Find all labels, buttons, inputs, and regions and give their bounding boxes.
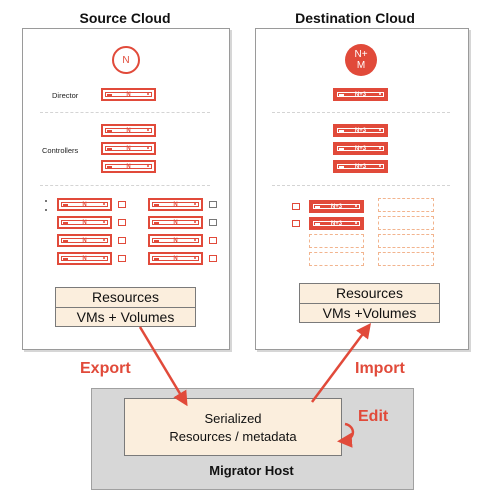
destination-resources-label: Resources [300,284,439,304]
empty-server-slot [378,216,434,230]
export-arrow [138,326,188,407]
server-label: N [126,146,131,152]
edit-arrow [337,422,355,448]
server-label: N+3 [330,221,343,227]
empty-server-slot [378,198,434,212]
source-controller-server: N [101,142,156,155]
destination-vms-volumes-label: VMs +Volumes [322,305,417,321]
server-label: N [82,238,87,244]
source-vms-volumes-label: VMs + Volumes [76,309,175,325]
bullet-mark [45,200,47,202]
empty-server-slot [378,234,434,248]
destination-separator [272,112,450,113]
empty-server-slot [309,234,364,248]
import-arrow [310,322,371,403]
empty-server-slot [309,252,364,266]
server-label: N [82,220,87,226]
server-label: N+3 [354,92,367,98]
vm-flag-icon [209,201,217,208]
destination-compute-server: N+3 [309,200,364,213]
vm-flag-icon [209,237,217,244]
source-controller-server: N [101,124,156,137]
serialized-line1: Serialized [204,411,262,426]
server-label: N+3 [354,128,367,134]
source-resources-box: Resources VMs + Volumes [55,287,196,327]
edit-label: Edit [358,408,389,425]
director-label: Director [52,91,79,100]
source-controller-server: N [101,160,156,173]
destination-node-badge-line1: N+ [354,49,368,60]
vm-flag-icon [118,219,126,226]
destination-director-server: N+3 [333,88,388,101]
source-compute-server: N [148,252,203,265]
server-label: N [82,202,87,208]
source-compute-server: N [148,216,203,229]
source-separator [40,112,210,113]
source-cloud-title: Source Cloud [79,10,171,26]
source-compute-server: N [57,216,112,229]
server-label: N+3 [354,164,367,170]
server-label: N [126,128,131,134]
destination-controller-server: N+3 [333,124,388,137]
destination-cloud-title: Destination Cloud [295,10,415,26]
source-compute-server: N [148,198,203,211]
source-separator [40,185,210,186]
vm-flag-icon [118,237,126,244]
vm-flag-icon [209,219,217,226]
source-director-server: N [101,88,156,101]
server-label: N [126,92,131,98]
destination-compute-server: N+3 [309,217,364,230]
server-label: N [82,256,87,262]
server-label: N+3 [330,204,343,210]
source-compute-server: N [148,234,203,247]
server-label: N [173,256,178,262]
bullet-mark [45,209,47,211]
source-node-badge: N [112,46,140,74]
destination-node-badge: N+ M [345,44,377,76]
server-label: N [173,202,178,208]
destination-resources-box: Resources VMs +Volumes [299,283,440,323]
serialized-line2: Resources / metadata [169,429,297,444]
server-label: N [126,164,131,170]
source-resources-label: Resources [56,288,195,308]
server-label: N [173,238,178,244]
source-node-badge-text: N [122,54,130,66]
destination-controller-server: N+3 [333,160,388,173]
source-compute-server: N [57,252,112,265]
destination-node-badge-line2: M [356,60,366,71]
vm-flag-icon [118,201,126,208]
vm-flag-icon [292,220,300,227]
destination-separator [272,185,450,186]
source-compute-server: N [57,234,112,247]
empty-server-slot [378,252,434,266]
import-label: Import [355,360,405,377]
controllers-label: Controllers [42,146,79,155]
source-compute-server: N [57,198,112,211]
server-label: N+3 [354,146,367,152]
serialized-resources-box: Serialized Resources / metadata [124,398,342,456]
vm-flag-icon [292,203,300,210]
export-label: Export [80,360,131,377]
vm-flag-icon [118,255,126,262]
server-label: N [173,220,178,226]
vm-flag-icon [209,255,217,262]
destination-controller-server: N+3 [333,142,388,155]
migrator-host-title: Migrator Host [209,463,294,478]
